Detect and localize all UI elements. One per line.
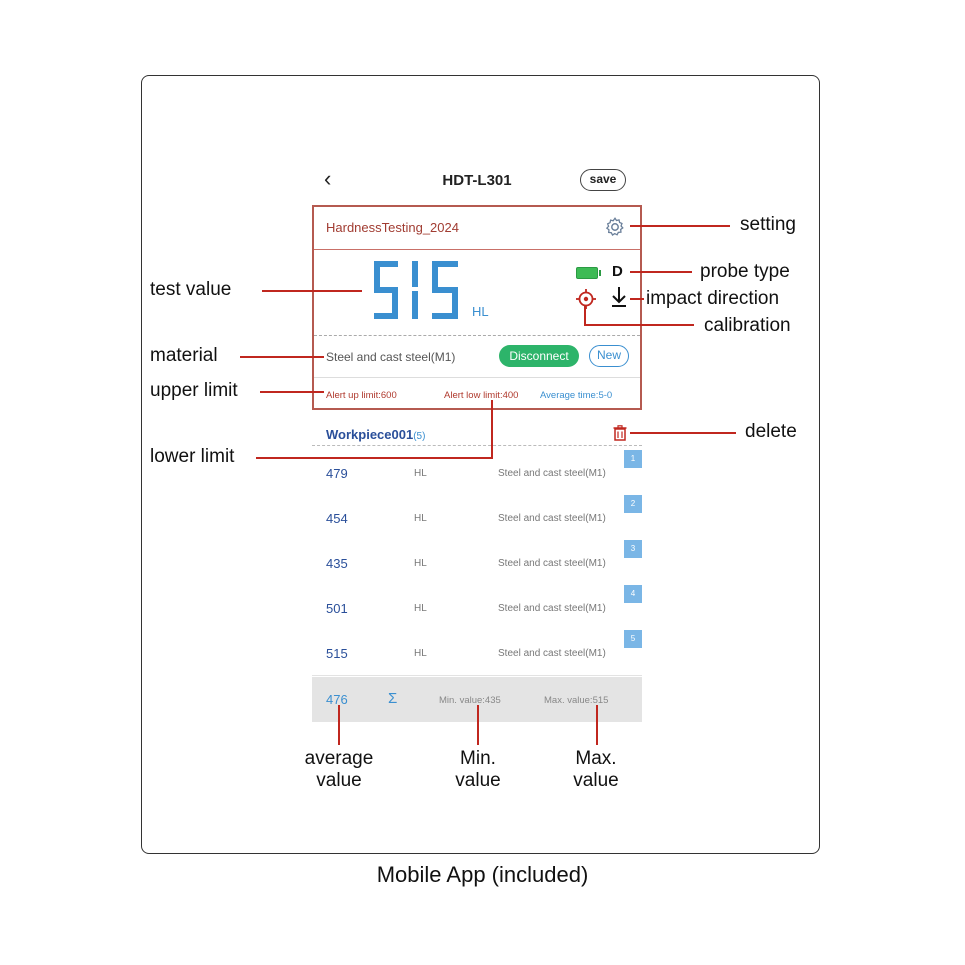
- row-index-badge: 5: [624, 630, 642, 648]
- annotation-test-value: test value: [150, 279, 232, 300]
- workpiece-name: Workpiece001: [326, 427, 414, 442]
- row-unit: HL: [414, 558, 427, 569]
- annotation-line: [630, 271, 692, 273]
- workpiece-count: (5): [413, 431, 426, 442]
- row-index-badge: 1: [624, 450, 642, 468]
- alert-up-limit: Alert up limit:600: [326, 390, 397, 401]
- annotation-line: [338, 705, 340, 745]
- divider: [312, 445, 642, 446]
- annotation-line: [630, 298, 644, 300]
- save-button[interactable]: save: [580, 169, 626, 191]
- test-value-display: [374, 261, 458, 319]
- row-material: Steel and cast steel(M1): [498, 648, 606, 659]
- average-value: 476: [326, 692, 348, 707]
- panel-header: HardnessTesting_2024: [314, 207, 640, 250]
- min-value: Min. value:435: [439, 695, 501, 706]
- row-value: 454: [326, 511, 348, 526]
- annotation-delete: delete: [745, 421, 797, 442]
- annotation-min-value: Min.value: [440, 748, 516, 792]
- row-material: Steel and cast steel(M1): [498, 558, 606, 569]
- trash-icon[interactable]: [613, 425, 627, 441]
- battery-icon: [576, 267, 601, 279]
- gear-icon[interactable]: [604, 216, 626, 238]
- row-index-badge: 2: [624, 495, 642, 513]
- table-row[interactable]: 435 HL Steel and cast steel(M1) 3: [312, 540, 642, 586]
- annotation-line: [630, 225, 730, 227]
- divider: [314, 335, 640, 336]
- device-title: HDT-L301: [442, 172, 512, 189]
- impact-direction-down-icon: [612, 287, 626, 307]
- row-value: 435: [326, 556, 348, 571]
- sigma-icon[interactable]: Σ: [388, 690, 398, 707]
- annotation-calibration: calibration: [704, 315, 791, 336]
- figure-caption: Mobile App (included): [376, 862, 589, 887]
- alert-low-limit: Alert low limit:400: [444, 390, 519, 401]
- measurement-panel: HardnessTesting_2024: [312, 205, 642, 410]
- annotation-line: [240, 356, 324, 358]
- row-material: Steel and cast steel(M1): [498, 468, 606, 479]
- annotation-text: average: [304, 748, 374, 769]
- new-button[interactable]: New: [589, 345, 629, 367]
- chevron-left-icon[interactable]: ‹: [324, 166, 332, 191]
- average-time: Average time:5-0: [540, 390, 613, 401]
- max-value: Max. value:515: [544, 695, 609, 706]
- material-label[interactable]: Steel and cast steel(M1): [326, 350, 456, 364]
- annotation-text: Min.: [460, 748, 496, 769]
- annotation-impact-direction: impact direction: [646, 288, 780, 309]
- divider: [314, 377, 640, 378]
- annotation-material: material: [150, 345, 218, 366]
- annotation-line: [262, 290, 362, 292]
- annotation-line: [256, 457, 493, 459]
- table-row[interactable]: 515 HL Steel and cast steel(M1) 5: [312, 630, 642, 676]
- row-unit: HL: [414, 648, 427, 659]
- annotation-line: [596, 705, 598, 745]
- workpiece-title: Workpiece001(5): [326, 427, 425, 442]
- annotation-text: value: [573, 770, 619, 791]
- annotation-text: value: [316, 770, 362, 791]
- unit-label: HL: [472, 304, 489, 319]
- top-bar: ‹ HDT-L301 save: [312, 160, 642, 200]
- table-row[interactable]: 454 HL Steel and cast steel(M1) 2: [312, 495, 642, 541]
- annotation-line: [477, 705, 479, 745]
- annotation-text: value: [455, 770, 501, 791]
- disconnect-button[interactable]: Disconnect: [499, 345, 579, 367]
- annotation-line: [584, 305, 586, 325]
- annotation-probe-type: probe type: [700, 261, 790, 282]
- phone-screen: ‹ HDT-L301 save HardnessTesting_2024: [312, 160, 642, 725]
- annotation-upper-limit: upper limit: [150, 380, 238, 401]
- row-unit: HL: [414, 468, 427, 479]
- annotation-text: Max.: [575, 748, 617, 769]
- annotation-line: [260, 391, 324, 393]
- row-material: Steel and cast steel(M1): [498, 603, 606, 614]
- row-value: 501: [326, 601, 348, 616]
- annotation-setting: setting: [740, 214, 796, 235]
- annotation-line: [584, 324, 694, 326]
- row-material: Steel and cast steel(M1): [498, 513, 606, 524]
- calibration-target-icon[interactable]: [576, 289, 596, 309]
- project-name: HardnessTesting_2024: [326, 220, 459, 235]
- annotation-line: [630, 432, 736, 434]
- probe-type: D: [612, 263, 623, 280]
- annotation-line: [491, 400, 493, 458]
- row-unit: HL: [414, 603, 427, 614]
- annotation-max-value: Max.value: [558, 748, 634, 792]
- annotation-lower-limit: lower limit: [150, 446, 235, 467]
- row-value: 515: [326, 646, 348, 661]
- row-index-badge: 3: [624, 540, 642, 558]
- row-index-badge: 4: [624, 585, 642, 603]
- figure-frame: [141, 75, 820, 854]
- row-value: 479: [326, 466, 348, 481]
- table-row[interactable]: 501 HL Steel and cast steel(M1) 4: [312, 585, 642, 631]
- row-unit: HL: [414, 513, 427, 524]
